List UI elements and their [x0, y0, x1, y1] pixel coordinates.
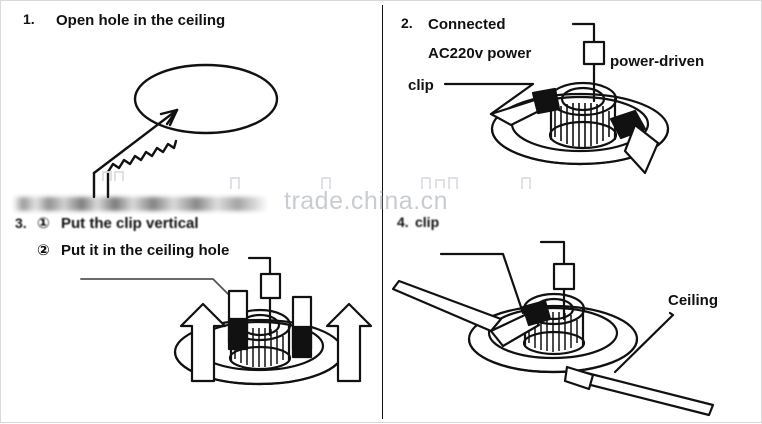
watermark-tick-icon	[421, 177, 431, 189]
heatsink-top-ring-outer	[228, 308, 292, 342]
watermark-tick-icon	[321, 177, 331, 189]
trim-inner-ring	[193, 320, 325, 372]
driver-box	[552, 262, 576, 291]
power-cable	[571, 22, 596, 44]
trim-outer-ring	[467, 304, 639, 374]
clip-right-tip	[623, 123, 660, 175]
step-1-heading: Open hole in the ceiling	[56, 12, 226, 29]
push-arrow-right	[325, 302, 373, 383]
clip-left-dark	[521, 299, 552, 327]
heatsink-top-ring-inner	[560, 86, 606, 112]
clip-right-hinge	[609, 109, 647, 140]
clip-left-grip	[489, 311, 541, 348]
power-driven-label: power-driven	[610, 53, 705, 70]
trim-inner-ring	[487, 306, 619, 360]
step-2-number: 2.	[401, 15, 413, 31]
watermark-tick-icon	[102, 171, 112, 181]
step-3-item-2-text: Put it in the ceiling hole	[61, 242, 230, 259]
panel-step-2: 2. Connected AC220v power clip power-dri…	[383, 1, 762, 209]
step-2-heading-line-2: AC220v power	[428, 45, 532, 62]
clip-label: clip	[408, 77, 434, 94]
trim-outer-ring	[173, 318, 345, 386]
power-cable	[247, 256, 272, 276]
watermark-tick-icon	[114, 171, 124, 181]
trim-outer-ring	[490, 92, 670, 166]
driver-box	[259, 272, 282, 300]
watermark-tick-icon	[435, 179, 445, 188]
panel-step-3: 3. ① Put the clip vertical ② Put it in t…	[1, 209, 382, 424]
heatsink-fins	[234, 328, 284, 367]
saw-arrow-shaft	[165, 108, 179, 126]
step-1-number: 1.	[23, 11, 35, 27]
saw-teeth	[106, 139, 178, 174]
ceiling-panel-left	[391, 279, 503, 333]
heatsink-fins	[554, 103, 610, 147]
watermark-trade-china-cn: trade.china.cn	[284, 187, 449, 215]
watermark-tick-icon	[448, 177, 458, 189]
heatsink-top-ring-inner	[239, 313, 281, 337]
ceiling-panel-right	[573, 369, 715, 417]
clip-leader-line	[439, 252, 525, 315]
step-3-item-2-marker: ②	[37, 242, 50, 259]
clip-left-base	[227, 317, 249, 351]
step-3-number: 3.	[15, 215, 27, 231]
step-3-item-1-marker: ①	[37, 215, 50, 232]
heatsink-fins	[528, 312, 578, 352]
heatsink-base-ellipse	[548, 120, 618, 150]
trim-outer-rim	[490, 127, 670, 166]
ceiling-label: Ceiling	[668, 292, 719, 309]
step-4-heading: clip	[415, 214, 440, 230]
saw-arrow-head	[159, 108, 179, 127]
clip-right-base	[291, 325, 313, 359]
clip-leader-line	[443, 82, 535, 116]
heatsink-base-ellipse	[228, 345, 292, 371]
heatsink-top-ring-inner	[533, 297, 575, 321]
step-2-heading-line-1: Connected	[428, 16, 506, 33]
push-arrow-left	[179, 302, 227, 383]
heatsink-top-ring-outer	[548, 81, 618, 117]
heatsink-base-ellipse	[522, 330, 586, 356]
step-4-number: 4.	[397, 214, 409, 230]
ceiling-hole-ellipse	[133, 63, 279, 135]
clip-right-blade	[291, 295, 313, 351]
ceiling-leader-line	[613, 311, 675, 374]
watermark-tick-icon	[230, 177, 240, 189]
panel-step-4: 4. clip Ceiling	[383, 209, 762, 424]
watermark-smudge-band	[13, 197, 268, 211]
clip-left-hinge	[531, 87, 561, 115]
clip-left-tip	[489, 97, 555, 127]
clip-left-blade	[227, 289, 249, 344]
step-3-item-1-text: Put the clip vertical	[61, 215, 199, 232]
driver-box	[582, 40, 606, 66]
clip-right-grip	[563, 365, 595, 391]
step-4-illustration	[383, 209, 762, 424]
trim-inner-ring	[510, 95, 650, 153]
power-cable	[539, 240, 566, 266]
trim-outer-rim	[467, 337, 639, 374]
trim-outer-rim	[173, 350, 345, 386]
watermark-tick-icon	[521, 177, 531, 189]
heatsink-top-ring-outer	[522, 292, 586, 326]
clip-leader-line	[80, 278, 236, 302]
saw-blade-spine	[92, 108, 179, 175]
vertical-divider	[382, 5, 383, 419]
